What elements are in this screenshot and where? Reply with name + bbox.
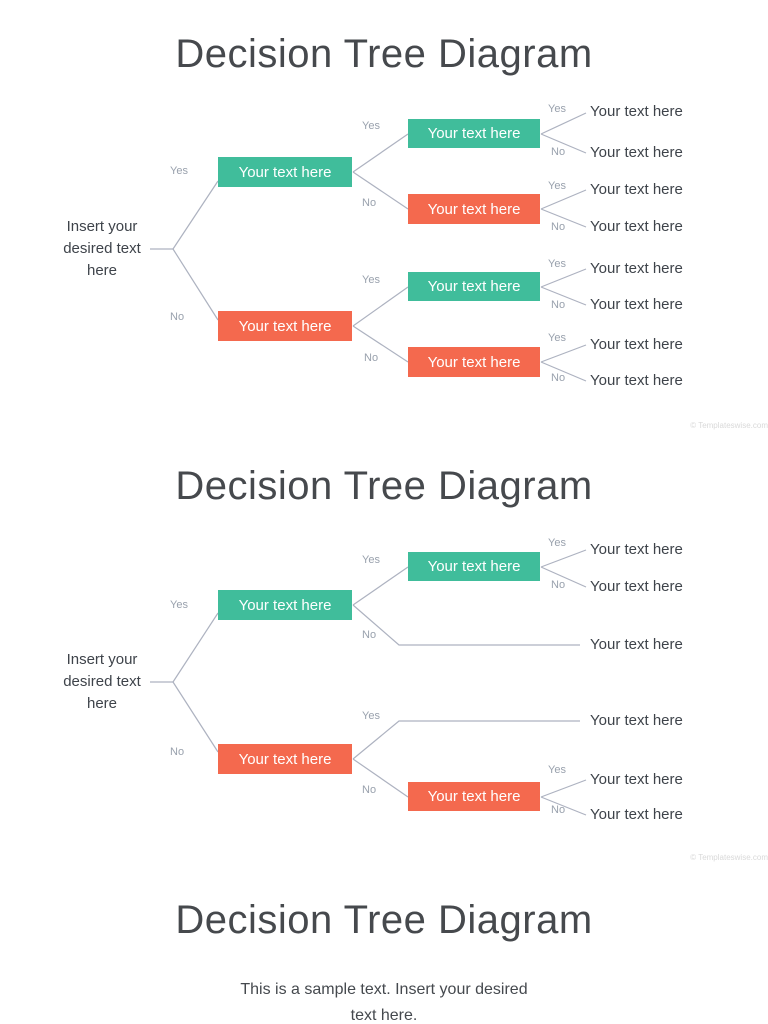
leaf-text: Your text here: [590, 296, 683, 313]
connector: [540, 344, 587, 363]
yes-label: Yes: [548, 537, 566, 549]
yes-label: Yes: [362, 274, 380, 286]
no-label: No: [362, 629, 377, 641]
connector: [172, 180, 219, 250]
connector: [352, 604, 580, 646]
yes-label: Yes: [362, 554, 380, 566]
slide2-level2-box-2: Your text here: [408, 782, 540, 811]
no-label: No: [362, 197, 377, 209]
connector: [172, 681, 219, 753]
leaf-text: Your text here: [590, 218, 683, 235]
slide2-level1-yes-box: Your text here: [218, 590, 352, 620]
no-label: No: [551, 146, 566, 158]
leaf-text: Your text here: [590, 144, 683, 161]
connector: [352, 325, 409, 363]
yes-label: Yes: [170, 599, 188, 611]
yes-label: Yes: [548, 103, 566, 115]
yes-label: Yes: [548, 180, 566, 192]
leaf-text: Your text here: [590, 541, 683, 558]
connector: [540, 549, 587, 568]
slide1-title: Decision Tree Diagram: [175, 32, 593, 76]
connector: [172, 612, 219, 683]
no-label: No: [170, 746, 185, 758]
no-label: No: [551, 299, 566, 311]
slide1-level2-box-1: Your text here: [408, 119, 540, 148]
slide1-level1-yes-box: Your text here: [218, 157, 352, 187]
connector: [352, 133, 409, 173]
leaf-text: Your text here: [590, 578, 683, 595]
no-label: No: [362, 784, 377, 796]
connector: [352, 566, 409, 606]
no-label: No: [551, 372, 566, 384]
watermark: © Templateswise.com: [690, 853, 768, 862]
slide1-level2-box-4: Your text here: [408, 347, 540, 377]
yes-label: Yes: [362, 120, 380, 132]
leaf-text: Your text here: [590, 336, 683, 353]
yes-label: Yes: [548, 764, 566, 776]
leaf-text: Your text here: [590, 712, 683, 729]
no-label: No: [551, 579, 566, 591]
no-label: No: [364, 352, 379, 364]
slide1-level2-box-3: Your text here: [408, 272, 540, 301]
connector: [540, 268, 587, 288]
slide2-level2-box-1: Your text here: [408, 552, 540, 581]
yes-label: Yes: [548, 258, 566, 270]
watermark: © Templateswise.com: [690, 421, 768, 430]
leaf-text: Your text here: [590, 372, 683, 389]
slide1-root-node-label: Insert your desired text here: [63, 218, 141, 279]
leaf-text: Your text here: [590, 260, 683, 277]
yes-label: Yes: [362, 710, 380, 722]
leaf-text: Your text here: [590, 181, 683, 198]
no-label: No: [170, 311, 185, 323]
connector: [352, 720, 580, 760]
connector: [540, 779, 587, 798]
leaf-text: Your text here: [590, 806, 683, 823]
connector: [540, 112, 587, 135]
leaf-text: Your text here: [590, 103, 683, 120]
slide2-title: Decision Tree Diagram: [175, 464, 593, 508]
leaf-text: Your text here: [590, 771, 683, 788]
connector: [172, 248, 219, 321]
slide3-title: Decision Tree Diagram: [175, 898, 593, 942]
no-label: No: [551, 804, 566, 816]
yes-label: Yes: [548, 332, 566, 344]
connector: [352, 286, 409, 327]
slide2-level1-no-box: Your text here: [218, 744, 352, 774]
slide1-level1-no-box: Your text here: [218, 311, 352, 341]
leaf-text: Your text here: [590, 636, 683, 653]
yes-label: Yes: [170, 165, 188, 177]
slide3-subtitle: This is a sample text. Insert your desir…: [240, 981, 528, 1024]
slide2-root-node-label: Insert your desired text here: [63, 651, 141, 712]
no-label: No: [551, 221, 566, 233]
slide1-level2-box-2: Your text here: [408, 194, 540, 224]
